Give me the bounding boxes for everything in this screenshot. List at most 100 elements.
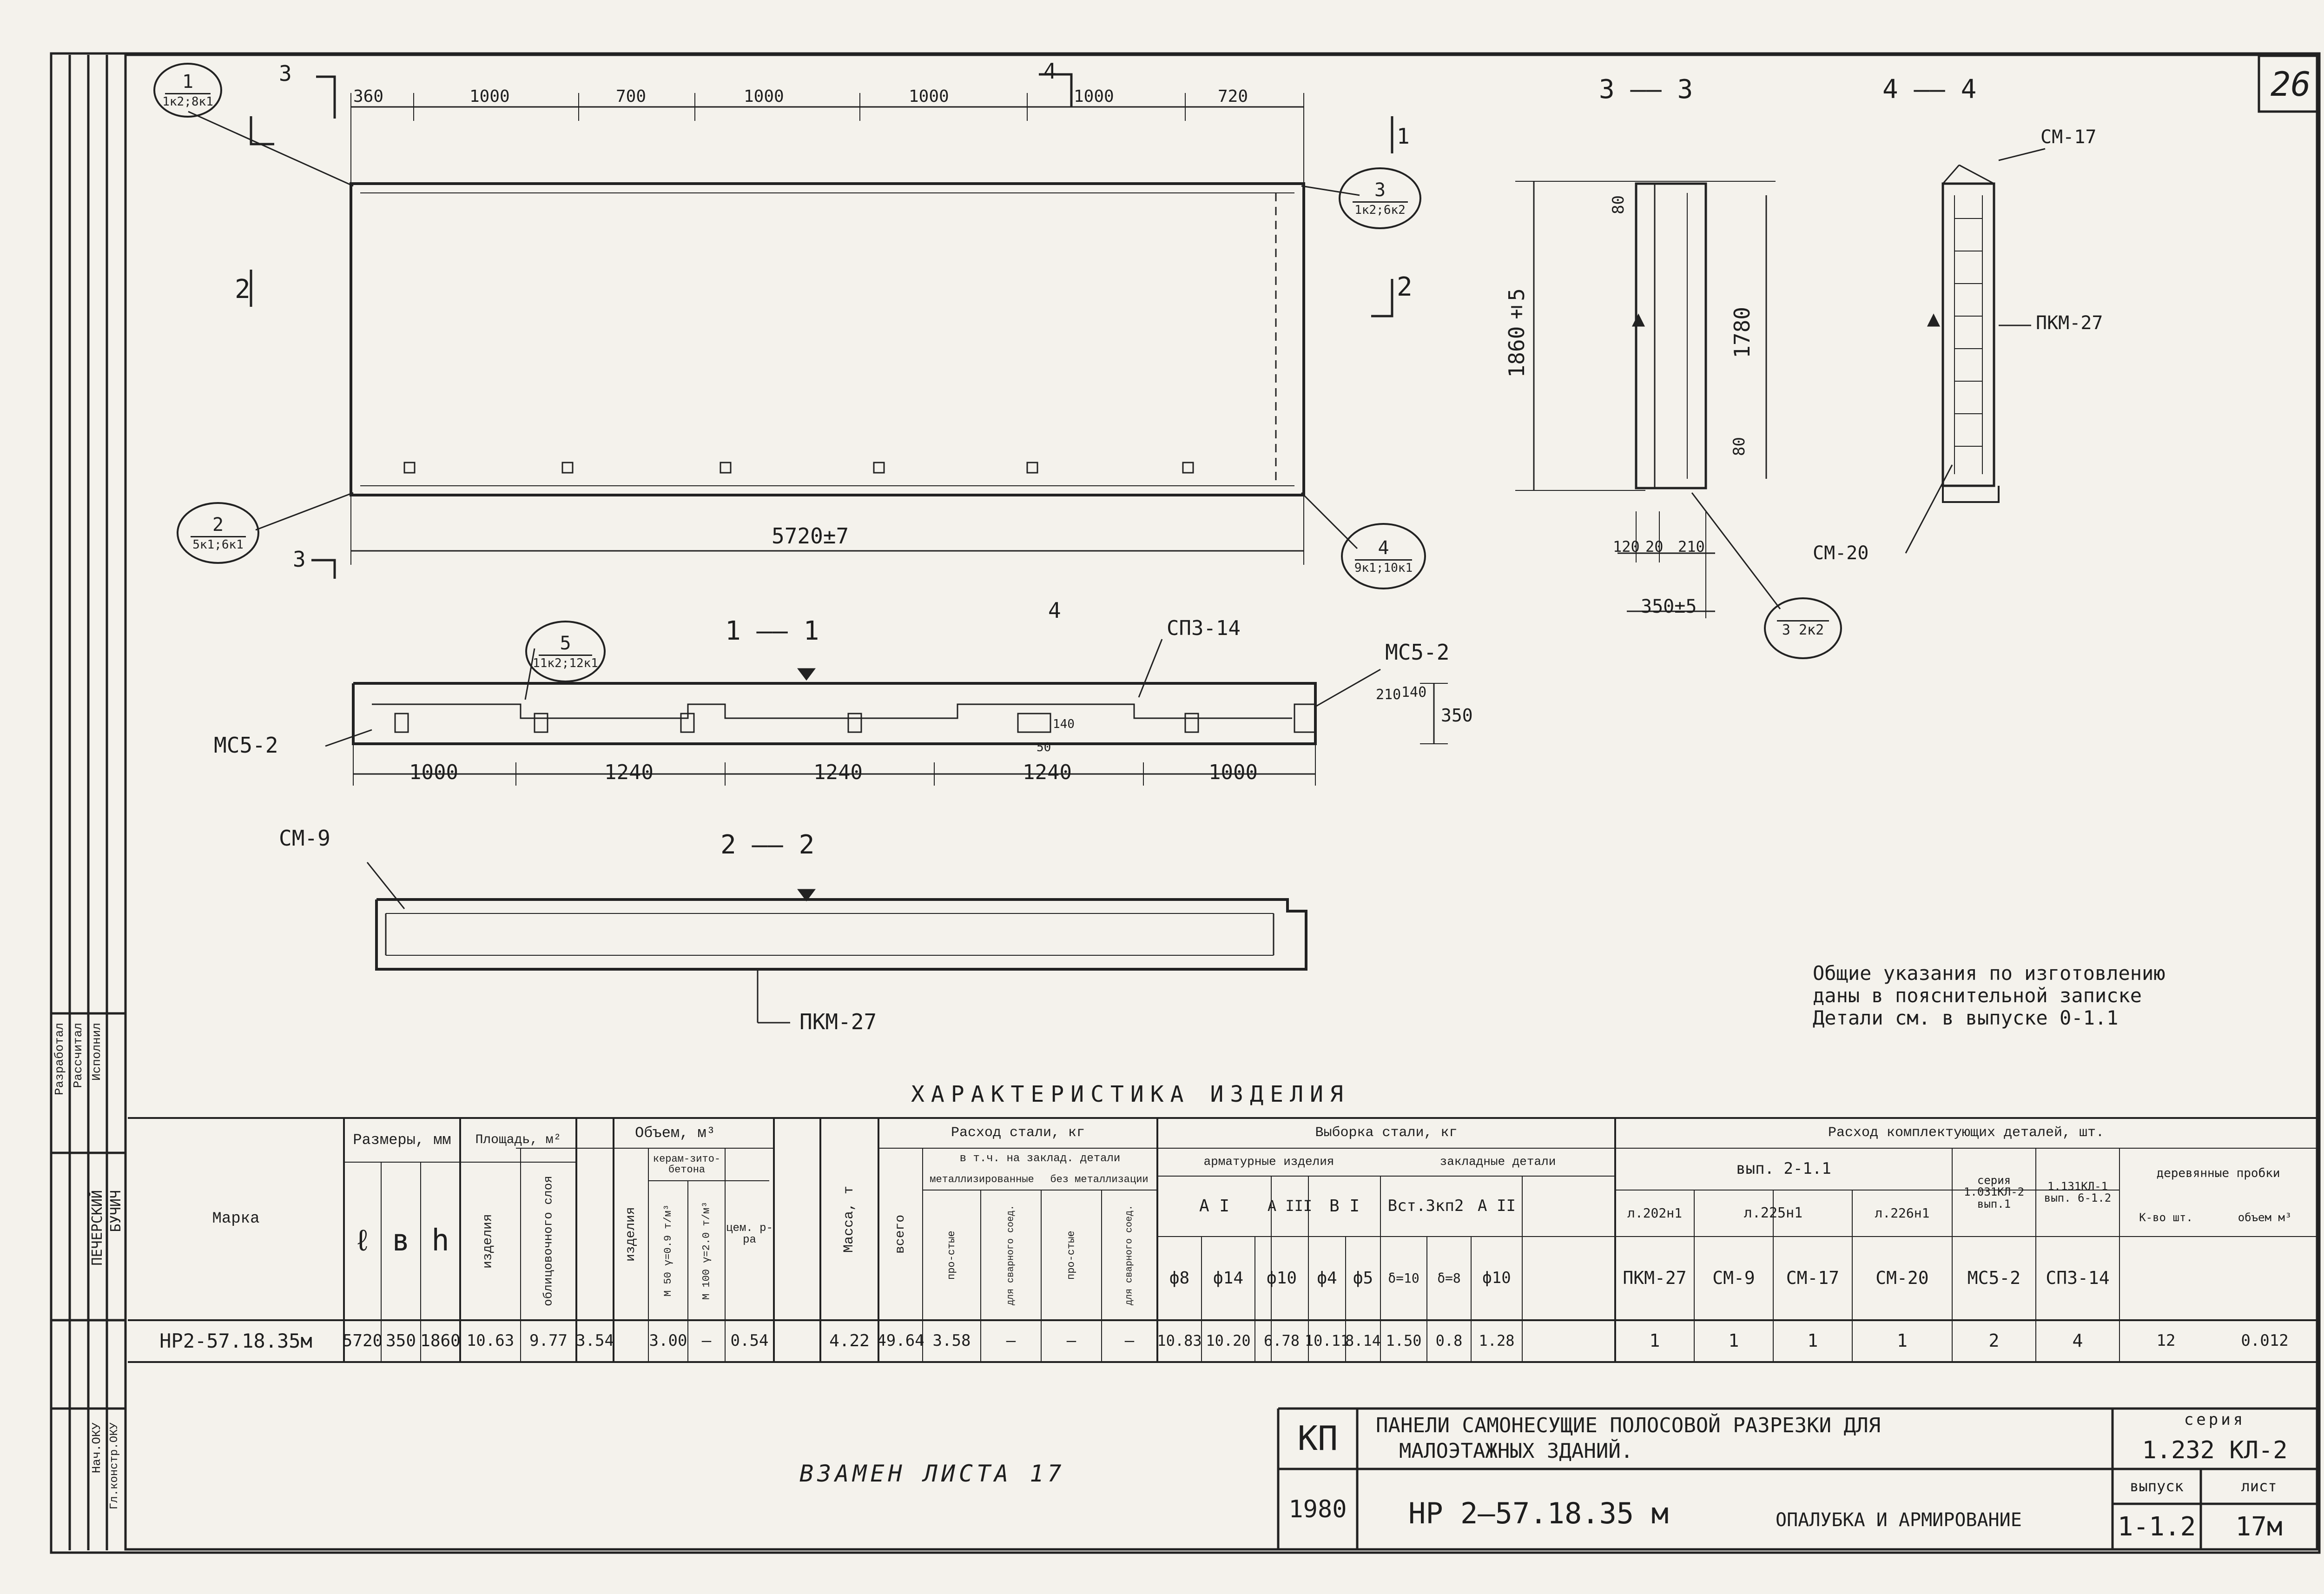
td-nmet-svar: — [1124,1331,1135,1350]
td-marka: НР2-57.18.35м [159,1329,312,1352]
detail-bubble-3: 3 1к2;6к2 [1339,167,1421,229]
td-sp314: 4 [2072,1330,2083,1351]
plan-cut-1: 1 [1397,124,1410,149]
th-nmet-svar: для сварного соед. [1124,1204,1135,1306]
th-vst: Вст.3кп2 [1387,1197,1464,1216]
detail-bubble-1: 1 1к2;8к1 [153,63,222,118]
th-volume: Объем, м³ [635,1124,715,1142]
plan-cut-4: 4 [1043,59,1056,84]
td-d10: 6.78 [1263,1332,1300,1350]
th-arm: арматурные изделия [1203,1155,1334,1169]
th-ser1: серия 1.031КЛ-2 вып.1 [1963,1174,2025,1210]
td-d10b: 1.28 [1479,1332,1515,1350]
td-h: 1860 [420,1331,461,1351]
td-vol-b: — [701,1331,712,1350]
th-mass: Масса, т [841,1185,857,1253]
th-zakl: закладные детали [1439,1155,1556,1169]
detail-bubble-3-num: 3 [1374,179,1386,201]
th-kompl: Расход комплектующих деталей, шт. [1828,1124,2105,1141]
th-d4: ф4 [1317,1269,1337,1288]
frame-inner [124,53,2318,1551]
td-d8: 10.83 [1157,1332,1202,1350]
th-wood-vol: объем м³ [2238,1211,2292,1224]
s11-dim-5: 1000 [1208,761,1258,784]
th-a225: л.225н1 [1743,1205,1803,1222]
th-sizes: Размеры, мм [353,1131,451,1149]
plan-dim-4: 1000 [744,87,784,106]
plan-dim-1: 360 [353,87,384,106]
th-wood: деревянные пробки [2156,1166,2280,1181]
th-vol-prod: изделия [623,1207,638,1262]
table-title: ХАРАКТЕРИСТИКА ИЗДЕЛИЯ [911,1081,1350,1107]
detail-bubble-6-ref: 3 2к2 [1782,622,1824,638]
th-marka: Марка [212,1210,260,1228]
plan-dim-7: 720 [1218,87,1248,106]
plan-total-dim: 5720±7 [772,523,849,549]
th-a202: л.202н1 [1627,1205,1682,1221]
th-AIII: А III [1267,1197,1313,1215]
s11-mid-50: 50 [1037,741,1051,754]
tb-series-head: серия [2184,1410,2246,1429]
section-2-2-title: 2 —— 2 [720,830,815,860]
detail-bubble-2: 2 5к1;6к1 [177,502,259,564]
stamp-role-2: Рассчитал [71,1023,85,1088]
stamp-role-3: Исполнил [90,1023,104,1081]
tb-vyp: 1-1.2 [2117,1511,2196,1542]
s22-label-left: СМ-9 [279,826,330,851]
s33-dim-bot: 80 [1730,437,1749,456]
s33-dim-wt: 350±5 [1641,596,1697,617]
td-vol-a: 3.00 [649,1331,687,1350]
s33-dim-w2: 20 [1645,538,1664,556]
th-AII: А II [1478,1197,1516,1216]
th-selection: Выборка стали, кг [1315,1124,1458,1141]
th-area-facing: облицовочного слоя [541,1176,555,1307]
th-keram: керам-зито-бетона [653,1153,721,1176]
plan-dim-3: 700 [616,87,647,106]
note-line-2: даны в пояснительной записке [1813,984,2142,1007]
th-cm20: СМ-20 [1875,1268,1929,1289]
plan-dim-2: 1000 [469,87,510,106]
th-ser2: 1.131КЛ-1 вып. 6-1.2 [2044,1179,2112,1204]
plan-cut-3: 3 [279,61,292,86]
th-nometal: без металлизации [1050,1173,1149,1185]
th-met-prost: про-стые [945,1230,957,1280]
th-incl: в т.ч. на заклад. детали [959,1152,1121,1165]
s11-dim-1: 1000 [409,761,458,784]
s22-outline [375,898,1307,971]
stamp-vert-2: Гл.констр.ОКУ [108,1422,121,1510]
th-steel: Расход стали, кг [951,1124,1085,1141]
th-keram-b: М 100 γ=2.0 т/м³ [700,1201,713,1300]
detail-bubble-4-num: 4 [1378,537,1389,559]
td-vol-cem: 0.54 [730,1331,769,1350]
detail-bubble-4: 4 9к1;10к1 [1341,523,1426,589]
detail-bubble-2-ref: 5к1;6к1 [192,537,244,552]
detail-bubble-6: 3 2к2 [1764,597,1842,659]
th-mc52: МС5-2 [1967,1268,2021,1289]
detail-bubble-2-num: 2 [212,514,224,536]
th-steel-all: всего [893,1215,908,1254]
sheet-number: 26 [2271,65,2311,104]
th-h: h [431,1224,449,1258]
tb-vzamen: ВЗАМЕН ЛИСТА 17 [799,1460,1065,1487]
s11-height-total: 350 [1441,705,1473,726]
s11-label-left: МС5-2 [214,733,278,758]
s11-height-a: 210 [1376,687,1401,703]
s11-label-right: МС5-2 [1385,640,1450,665]
s11-mid-140: 140 [1053,717,1075,731]
s44-label-bot: СМ-20 [1813,542,1869,564]
tb-subtitle: ОПАЛУБКА И АРМИРОВАНИЕ [1776,1509,2022,1531]
plan-dim-5: 1000 [909,87,949,106]
td-met-prost: 3.58 [932,1331,971,1350]
s44-outline [1941,182,1995,487]
s11-outline [352,682,1317,745]
td-d5: 8.14 [1345,1332,1381,1350]
td-wood-cnt: 12 [2156,1331,2176,1350]
s44-label-mid: ПКМ-27 [2036,312,2103,334]
detail-bubble-3-ref: 1к2;6к2 [1354,203,1406,217]
section-1-1-title: 1 —— 1 [725,616,819,646]
title-block-grid [1277,1407,2317,1550]
td-d4: 10.11 [1304,1332,1350,1350]
s11-dim-3: 1240 [813,761,863,784]
td-area-prod: 10.63 [466,1331,515,1350]
